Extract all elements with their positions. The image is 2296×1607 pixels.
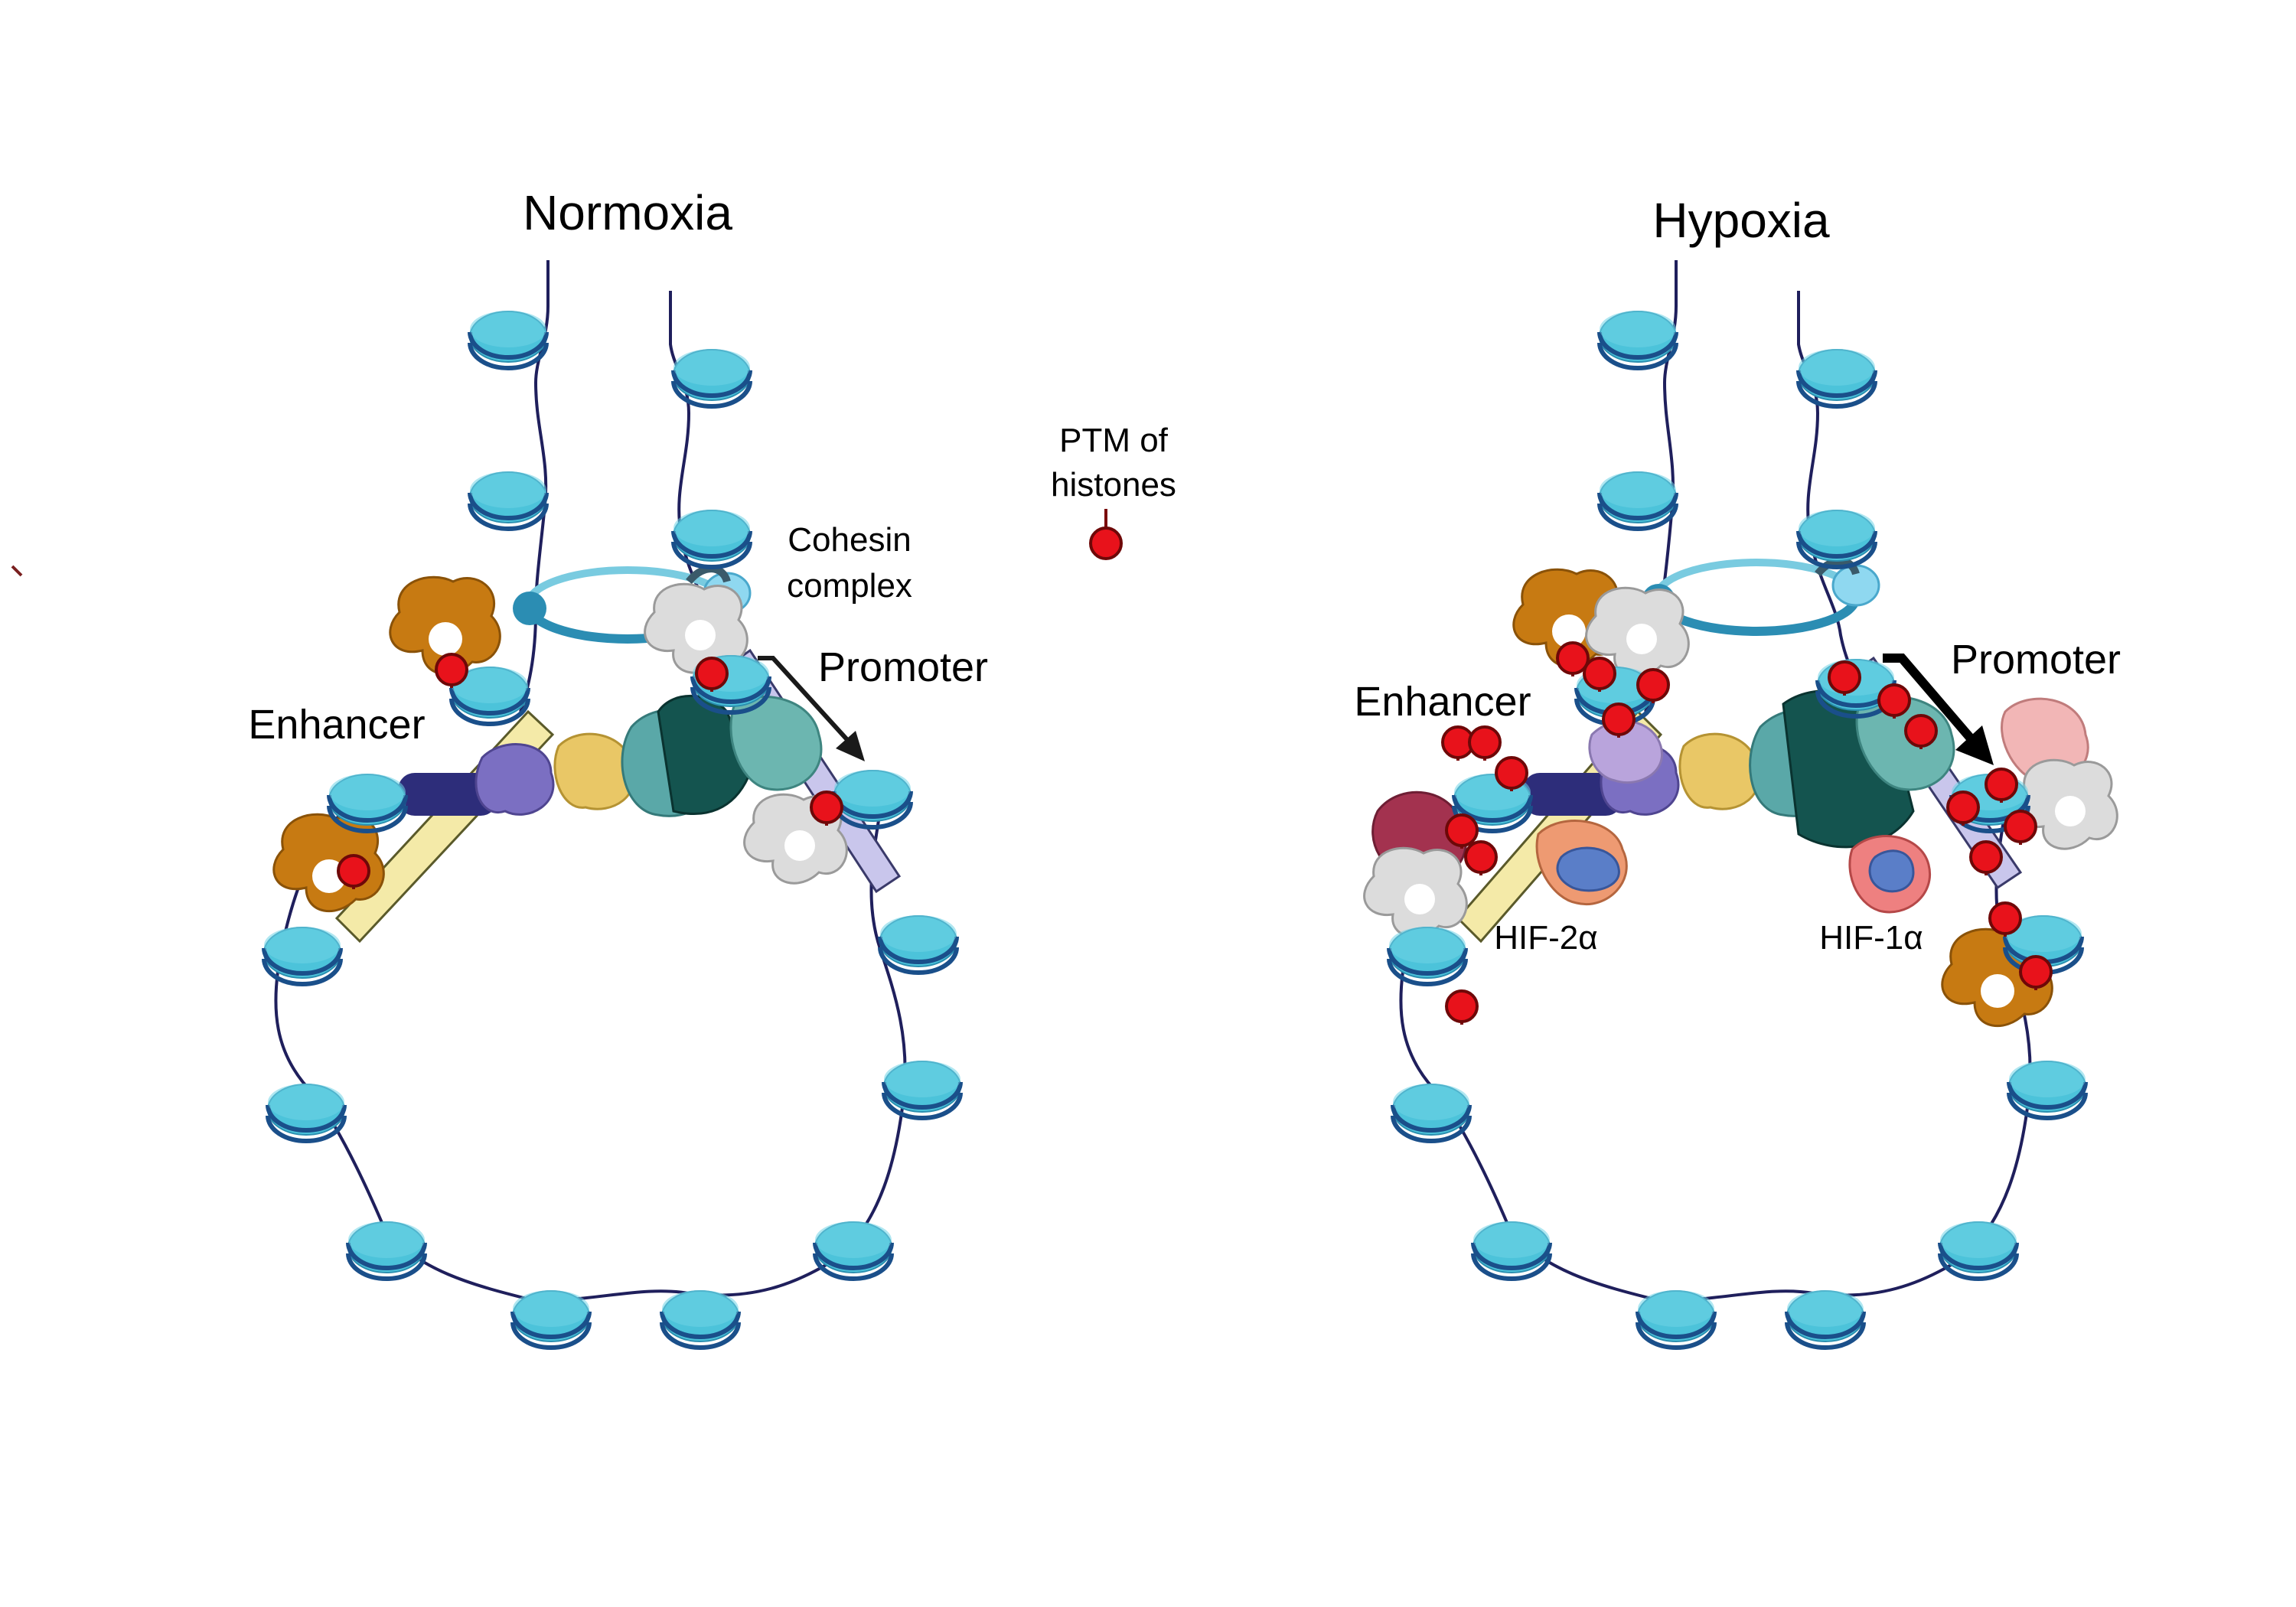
normoxia-nucleosome (348, 1221, 425, 1279)
cohesin-label-line1: Cohesin (788, 521, 911, 559)
hypoxia-ptm-marker (1464, 840, 1498, 877)
hypoxia-transcription-arrowhead (1955, 725, 1994, 765)
normoxia-panel: Normoxia (248, 185, 988, 1348)
normoxia-transcription-arrowhead (836, 731, 865, 761)
hypoxia-nucleosome (1389, 927, 1466, 984)
normoxia-nucleosome (673, 349, 750, 406)
normoxia-protein-teal-light (729, 695, 823, 791)
hypoxia-nucleosome (1600, 311, 1676, 368)
hif2a-label: HIF-2α (1494, 919, 1597, 957)
hypoxia-ptm-marker (1445, 989, 1479, 1026)
hypoxia-cohesin-ring-front (1652, 596, 1861, 636)
normoxia-nucleosome (673, 510, 750, 567)
normoxia-title: Normoxia (523, 185, 732, 240)
normoxia-protein-dark-blue (398, 773, 497, 816)
normoxia-nucleosome (662, 1290, 739, 1348)
normoxia-nucleosome (884, 1061, 960, 1118)
hypoxia-nucleosome (1638, 1290, 1714, 1348)
normoxia-enhancer-label: Enhancer (248, 702, 425, 748)
hif1a-label: HIF-1α (1819, 919, 1923, 957)
normoxia-nucleosome (815, 1221, 892, 1279)
hypoxia-nucleosome (1787, 1290, 1864, 1348)
ptm-legend-label-line1: PTM of (1059, 422, 1169, 459)
hypoxia-nucleosome (1393, 1084, 1469, 1141)
hypoxia-enhancer-label: Enhancer (1354, 679, 1531, 725)
normoxia-transcription-arrow (758, 656, 852, 745)
hypoxia-protein-yellow (1678, 732, 1760, 810)
hypoxia-nucleosome (1473, 1221, 1550, 1279)
hypoxia-ptm-marker (2004, 810, 2037, 846)
ptm-legend: PTM of histones (1051, 422, 1176, 560)
normoxia-protein-purple (475, 743, 555, 816)
hypoxia-nucleosome (1940, 1221, 2017, 1279)
hypoxia-title: Hypoxia (1652, 193, 1830, 248)
hif1a-protein-blue (1868, 849, 1915, 893)
stray-mark (11, 565, 23, 577)
hypoxia-nucleosome (1799, 510, 1875, 567)
hypoxia-panel: Hypoxia (1354, 193, 2121, 1348)
hif2a-protein-blue (1556, 846, 1620, 892)
hypoxia-grey-protein-bottom (1363, 846, 1468, 938)
normoxia-nucleosome (513, 1290, 589, 1348)
normoxia-cohesin-head (513, 592, 546, 625)
normoxia-nucleosome (264, 927, 341, 984)
normoxia-nucleosome (329, 774, 406, 831)
hypoxia-nucleosome (1799, 349, 1875, 406)
normoxia-promoter-label: Promoter (818, 644, 988, 690)
hypoxia-nucleosome (1600, 471, 1676, 529)
normoxia-nucleosome (470, 311, 546, 368)
hypoxia-transcription-arrow (1883, 654, 1975, 742)
ptm-legend-marker (1089, 526, 1123, 560)
hypoxia-protein-dark-blue (1523, 773, 1623, 816)
cohesin-label-line2: complex (787, 567, 912, 605)
hypoxia-nucleosome (2009, 1061, 2086, 1118)
normoxia-nucleosome (470, 471, 546, 529)
normoxia-protein-yellow (553, 732, 635, 810)
ptm-legend-label-line2: histones (1051, 466, 1176, 504)
hypoxia-ptm-marker (1468, 725, 1502, 762)
hypoxia-promoter-label: Promoter (1951, 637, 2121, 683)
normoxia-nucleosome (880, 915, 957, 973)
normoxia-nucleosome (834, 770, 911, 827)
normoxia-nucleosome (268, 1084, 344, 1141)
